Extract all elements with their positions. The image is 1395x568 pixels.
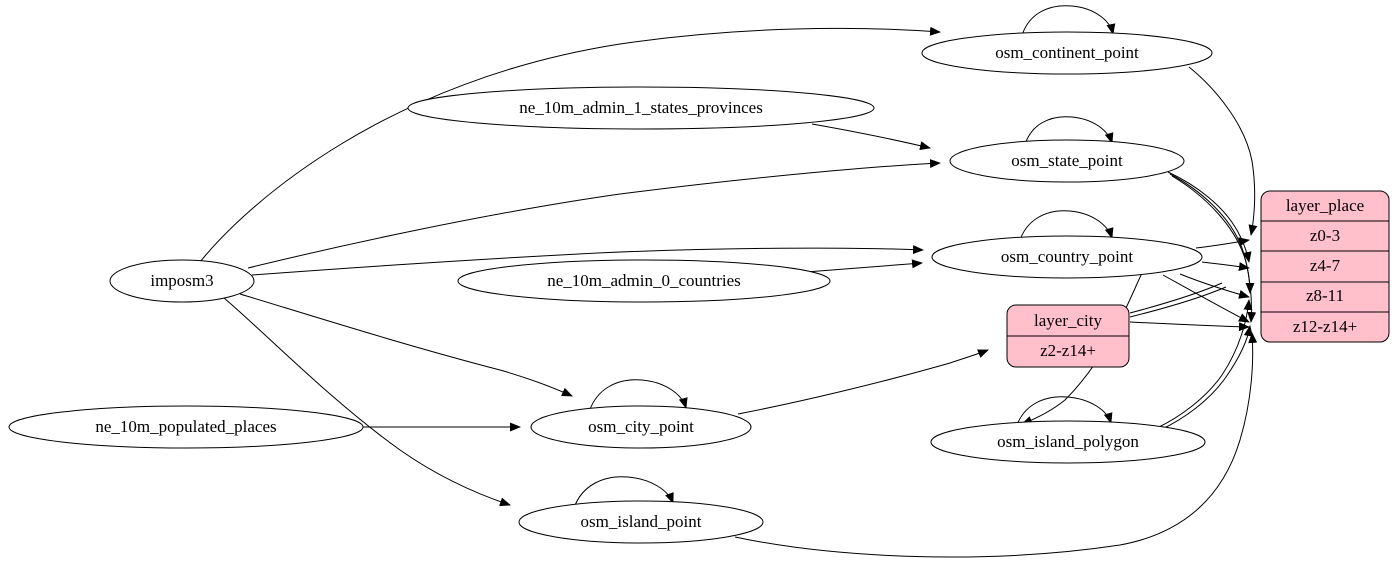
- layer_place-row-z8-11[interactable]: z8-11: [1306, 286, 1344, 305]
- self-loop-osm_country_point: [1018, 210, 1114, 244]
- edge-osm_country_point-to-layer_place-z4-7: [1201, 261, 1250, 272]
- edge-imposm3-to-osm_island_point: [223, 297, 511, 507]
- self-loop-osm_continent_point: [1020, 5, 1116, 40]
- edge-imposm3-to-osm_continent_point: [199, 26, 941, 263]
- layer_place-row-z0-3[interactable]: z0-3: [1310, 226, 1340, 245]
- node-layer_place[interactable]: layer_place z0-3 z4-7 z8-11 z12-z14+: [1260, 190, 1390, 343]
- node-layer_city[interactable]: layer_city z2-z14+: [1006, 304, 1130, 368]
- node-label-osm_city_point: osm_city_point: [588, 417, 694, 436]
- layer_city-title: layer_city: [1034, 311, 1102, 330]
- node-ne_10m_admin_0_countries[interactable]: ne_10m_admin_0_countries: [457, 259, 831, 303]
- node-ne_10m_populated_places[interactable]: ne_10m_populated_places: [8, 405, 364, 449]
- node-osm_country_point[interactable]: osm_country_point: [931, 235, 1203, 279]
- node-label-ne_10m_populated_places: ne_10m_populated_places: [95, 417, 276, 436]
- node-label-osm_country_point: osm_country_point: [1001, 247, 1133, 266]
- self-loop-osm_island_polygon: [1015, 396, 1113, 429]
- node-osm_continent_point[interactable]: osm_continent_point: [921, 31, 1213, 75]
- layer_place-row-z4-7[interactable]: z4-7: [1310, 256, 1341, 275]
- node-layer: imposm3 ne_10m_populated_places ne_10m_a…: [8, 31, 1390, 544]
- self-loop-osm_city_point: [588, 379, 688, 413]
- node-osm_island_point[interactable]: osm_island_point: [518, 500, 764, 544]
- edge-osm_island_polygon-to-layer_place-z12-z14: [1159, 325, 1253, 431]
- node-label-osm_state_point: osm_state_point: [1011, 151, 1123, 170]
- layer_place-row-z12-z14[interactable]: z12-z14+: [1293, 317, 1357, 336]
- edge-osm_country_point-to-osm_island_polygon: [1021, 270, 1144, 425]
- edge-osm_state_point-to-layer_place-z4-7: [1167, 171, 1252, 263]
- edge-ne_10m_admin_1_states_provinces-to-osm_state_point: [811, 123, 931, 151]
- node-ne_10m_admin_1_states_provinces[interactable]: ne_10m_admin_1_states_provinces: [407, 86, 875, 130]
- edge-osm_continent_point-to-layer_place-z0-3: [1188, 66, 1258, 236]
- edge-layer_city-to-layer_place-z12-z14: [1129, 321, 1250, 332]
- layer_city-row-z2-z14[interactable]: z2-z14+: [1040, 341, 1096, 360]
- edge-imposm3-to-osm_state_point: [247, 159, 941, 269]
- edge-imposm3-to-osm_country_point: [251, 245, 924, 276]
- edge-layer: [199, 5, 1258, 558]
- edge-layer_city-bundle-2: [1129, 286, 1227, 318]
- self-loop-osm_state_point: [1023, 116, 1114, 149]
- edge-ne_10m_admin_0_countries-to-osm_country_point: [805, 259, 923, 273]
- node-label-imposm3: imposm3: [150, 271, 213, 290]
- node-osm_state_point[interactable]: osm_state_point: [949, 139, 1185, 183]
- node-label-osm_island_polygon: osm_island_polygon: [997, 432, 1139, 451]
- node-osm_city_point[interactable]: osm_city_point: [530, 405, 752, 449]
- node-label-ne_10m_admin_1_states_provinces: ne_10m_admin_1_states_provinces: [519, 98, 763, 117]
- node-osm_island_polygon[interactable]: osm_island_polygon: [930, 420, 1206, 464]
- layer_place-title: layer_place: [1286, 196, 1364, 215]
- edge-osm_country_point-to-layer_place-z12-z14: [1162, 274, 1250, 323]
- edge-osm_island_point-to-layer_place-z12-z14: [734, 332, 1258, 558]
- edge-osm_country_point-to-layer_place-z8-11: [1179, 273, 1250, 299]
- edge-osm_city_point-to-layer_city: [737, 349, 989, 415]
- edge-imposm3-to-osm_city_point: [239, 293, 573, 397]
- self-loop-osm_island_point: [573, 476, 674, 509]
- edge-osm_island_polygon-to-layer_place-z8-11: [1156, 299, 1253, 429]
- node-label-osm_island_point: osm_island_point: [581, 512, 702, 531]
- edge-osm_country_point-to-layer_place-z0-3: [1195, 237, 1250, 249]
- node-imposm3[interactable]: imposm3: [109, 259, 255, 303]
- node-label-ne_10m_admin_0_countries: ne_10m_admin_0_countries: [547, 271, 741, 290]
- edge-layer_city-bundle-1: [1129, 282, 1223, 314]
- node-label-osm_continent_point: osm_continent_point: [995, 43, 1139, 62]
